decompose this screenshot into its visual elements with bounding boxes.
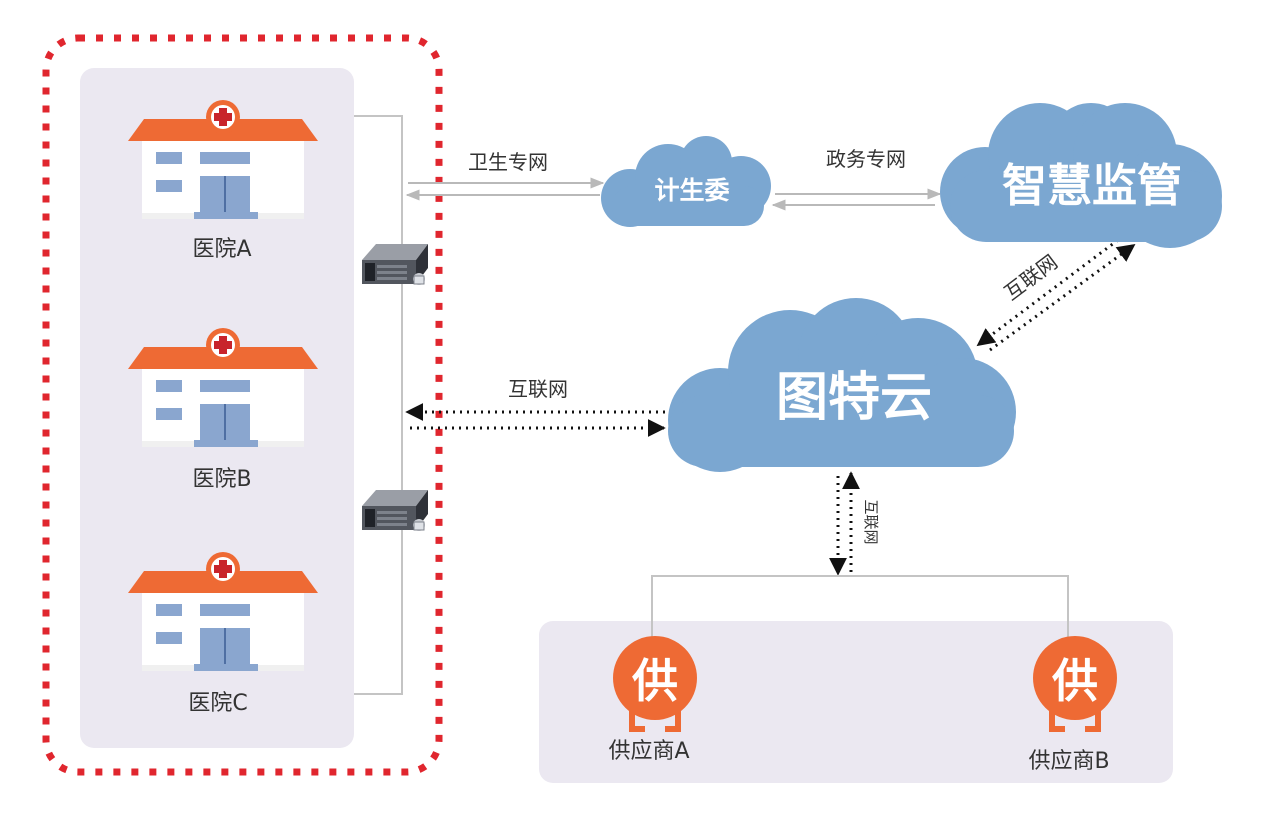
hospital-group-border — [42, 34, 443, 776]
hospital-a: 医院A — [128, 100, 318, 262]
internet-zhihui-label: 互联网 — [1000, 250, 1062, 305]
health-network-label: 卫生专网 — [468, 150, 548, 174]
cloud-tute-label: 图特云 — [776, 368, 932, 428]
cloud-zhihui-label: 智慧监管 — [1002, 159, 1182, 212]
supplier-a-label: 供应商A — [608, 739, 689, 764]
cloud-tute: 图特云 — [668, 298, 1016, 472]
supplier-b-label: 供应商B — [1028, 749, 1109, 774]
supplier-b: 供 供应商B — [1028, 636, 1117, 774]
cloud-jishengwei: 计生委 — [601, 136, 771, 227]
internet-arrow-to-tute — [976, 238, 1119, 347]
cloud-zhihui-shape — [940, 103, 1222, 248]
hospital-c-label: 医院C — [188, 691, 247, 716]
hospital-c: 医院C — [128, 552, 318, 716]
gov-network-label: 政务专网 — [826, 147, 906, 171]
supplier-a-badge-text: 供 — [632, 654, 678, 708]
hospital-b-label: 医院B — [192, 467, 251, 492]
hospital-a-label: 医院A — [192, 237, 251, 262]
internet-arrow-to-zhihui — [989, 243, 1136, 352]
hospital-trunk-line — [354, 115, 403, 695]
supplier-b-badge-text: 供 — [1052, 654, 1098, 708]
cloud-tute-shape — [668, 298, 1016, 472]
server-icon — [361, 243, 429, 286]
cloud-zhihui: 智慧监管 — [940, 103, 1222, 248]
supplier-panel — [539, 621, 1173, 783]
cloud-jishengwei-label: 计生委 — [654, 176, 729, 205]
supplier-a: 供 供应商A — [608, 636, 697, 764]
internet-suppliers-label: 互联网 — [862, 499, 880, 544]
hospital-b: 医院B — [128, 328, 318, 492]
internet-hospitals-label: 互联网 — [508, 377, 568, 401]
cloud-jishengwei-shape — [601, 136, 771, 227]
supplier-bracket-line — [651, 575, 1069, 662]
server-icon — [361, 489, 429, 532]
